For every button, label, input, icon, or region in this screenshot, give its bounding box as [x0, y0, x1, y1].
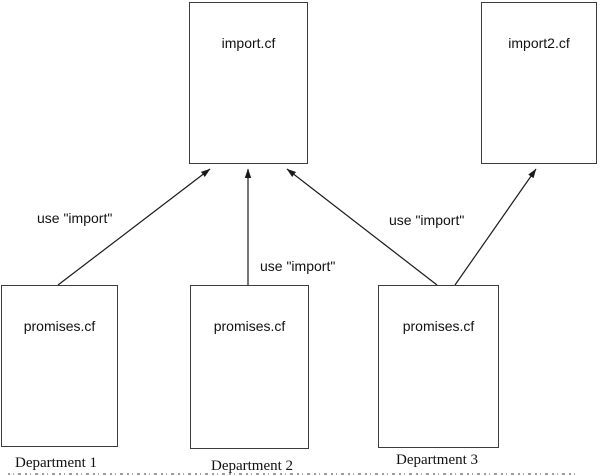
caption-department-3: Department 3 — [396, 452, 479, 468]
cropped-text-line — [8, 472, 578, 475]
node-promises-cf-dept3: promises.cf — [378, 285, 499, 448]
node-promises-cf-dept3-label: promises.cf — [402, 318, 475, 334]
node-promises-cf-dept2: promises.cf — [190, 285, 309, 449]
caption-department-2: Department 2 — [211, 458, 294, 474]
node-promises-cf-dept1-label: promises.cf — [23, 318, 96, 334]
node-import2-cf-label: import2.cf — [508, 35, 570, 51]
node-promises-cf-dept2-label: promises.cf — [213, 318, 286, 334]
node-promises-cf-dept1: promises.cf — [1, 285, 118, 447]
edge-dept3-to-import-arrow — [286, 168, 438, 286]
edge-label-dept3-use-import: use "import" — [389, 212, 465, 228]
node-import-cf: import.cf — [189, 2, 308, 164]
edge-label-dept2-use-import: use "import" — [260, 258, 336, 274]
edge-dept1-to-import-arrow — [57, 168, 211, 286]
node-import-cf-label: import.cf — [221, 35, 276, 51]
edge-dept3-to-import2-arrow — [454, 168, 537, 286]
node-import2-cf: import2.cf — [481, 2, 597, 164]
edge-label-dept1-use-import: use "import" — [37, 210, 113, 226]
caption-department-1: Department 1 — [15, 455, 98, 471]
